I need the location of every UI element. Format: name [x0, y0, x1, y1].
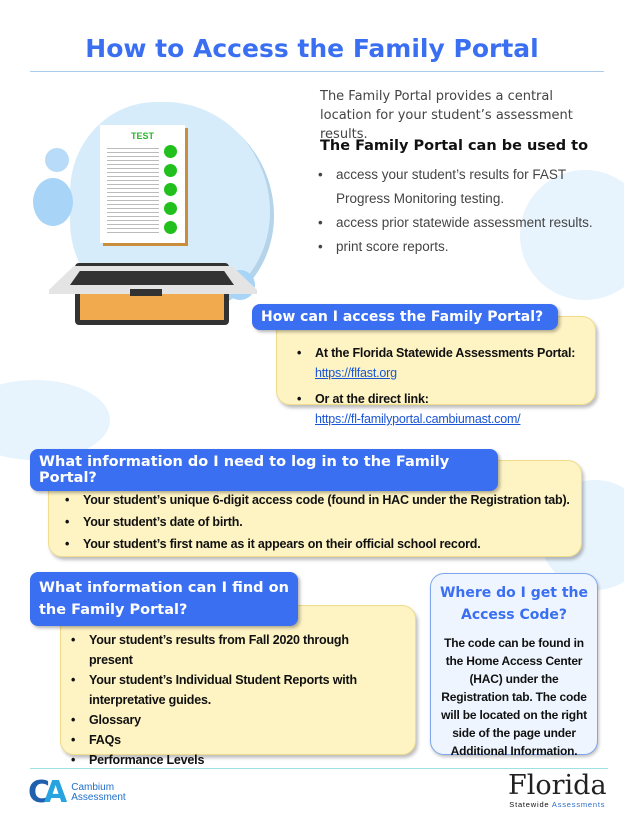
access-heading: How can I access the Family Portal?: [252, 304, 558, 330]
list-item: Your student’s results from Fall 2020 th…: [69, 630, 395, 670]
assessment-text: Assessment: [71, 791, 126, 803]
access-code-heading: Where do I get the Access Code?: [439, 585, 588, 623]
list-item: FAQs: [69, 730, 395, 750]
list-item: access your student’s results for FAST P…: [316, 163, 606, 211]
access-code-box: Where do I get the Access Code? The code…: [430, 573, 598, 758]
florida-logo: Florida Statewide Assessments: [508, 770, 607, 810]
find-heading: What information can I find on the Famil…: [30, 572, 298, 626]
flfast-link[interactable]: https://flfast.org: [315, 366, 397, 380]
assessments-text: Assessments: [551, 800, 606, 809]
access-code-text: The code can be found in the Home Access…: [441, 636, 587, 758]
list-item: Glossary: [69, 710, 395, 730]
access-box: At the Florida Statewide Assessments Por…: [276, 316, 596, 426]
list-item: Your student’s date of birth.: [63, 511, 581, 533]
list-item: print score reports.: [316, 235, 606, 259]
laptop-test-illustration: TEST: [15, 90, 275, 330]
login-heading: What information do I need to log in to …: [30, 449, 498, 491]
check-icons: [164, 145, 177, 234]
intro-text: The Family Portal provides a central loc…: [320, 89, 573, 142]
uses-heading: The Family Portal can be used to: [320, 138, 589, 154]
page-title: How to Access the Family Portal: [85, 34, 539, 63]
list-item: Performance Levels: [69, 750, 395, 770]
list-item: access prior statewide assessment result…: [316, 211, 606, 235]
list-item: Your student’s unique 6-digit access cod…: [63, 489, 581, 511]
list-item: Your student’s Individual Student Report…: [69, 670, 395, 710]
list-item: Or at the direct link:https://fl-familyp…: [295, 389, 595, 429]
florida-text: Florida: [508, 770, 607, 801]
find-box: Your student’s results from Fall 2020 th…: [60, 605, 416, 770]
cambium-text: Cambium: [71, 781, 115, 793]
statewide-text: Statewide: [509, 800, 550, 809]
test-label: TEST: [130, 131, 154, 141]
footer-divider: [30, 768, 608, 769]
list-item: At the Florida Statewide Assessments Por…: [295, 343, 595, 383]
divider: [30, 71, 604, 72]
decor-bubble: [0, 380, 110, 460]
list-item: Your student’s first name as it appears …: [63, 533, 581, 555]
uses-list: access your student’s results for FAST P…: [316, 163, 606, 259]
family-portal-link[interactable]: https://fl-familyportal.cambiumast.com/: [315, 412, 521, 426]
